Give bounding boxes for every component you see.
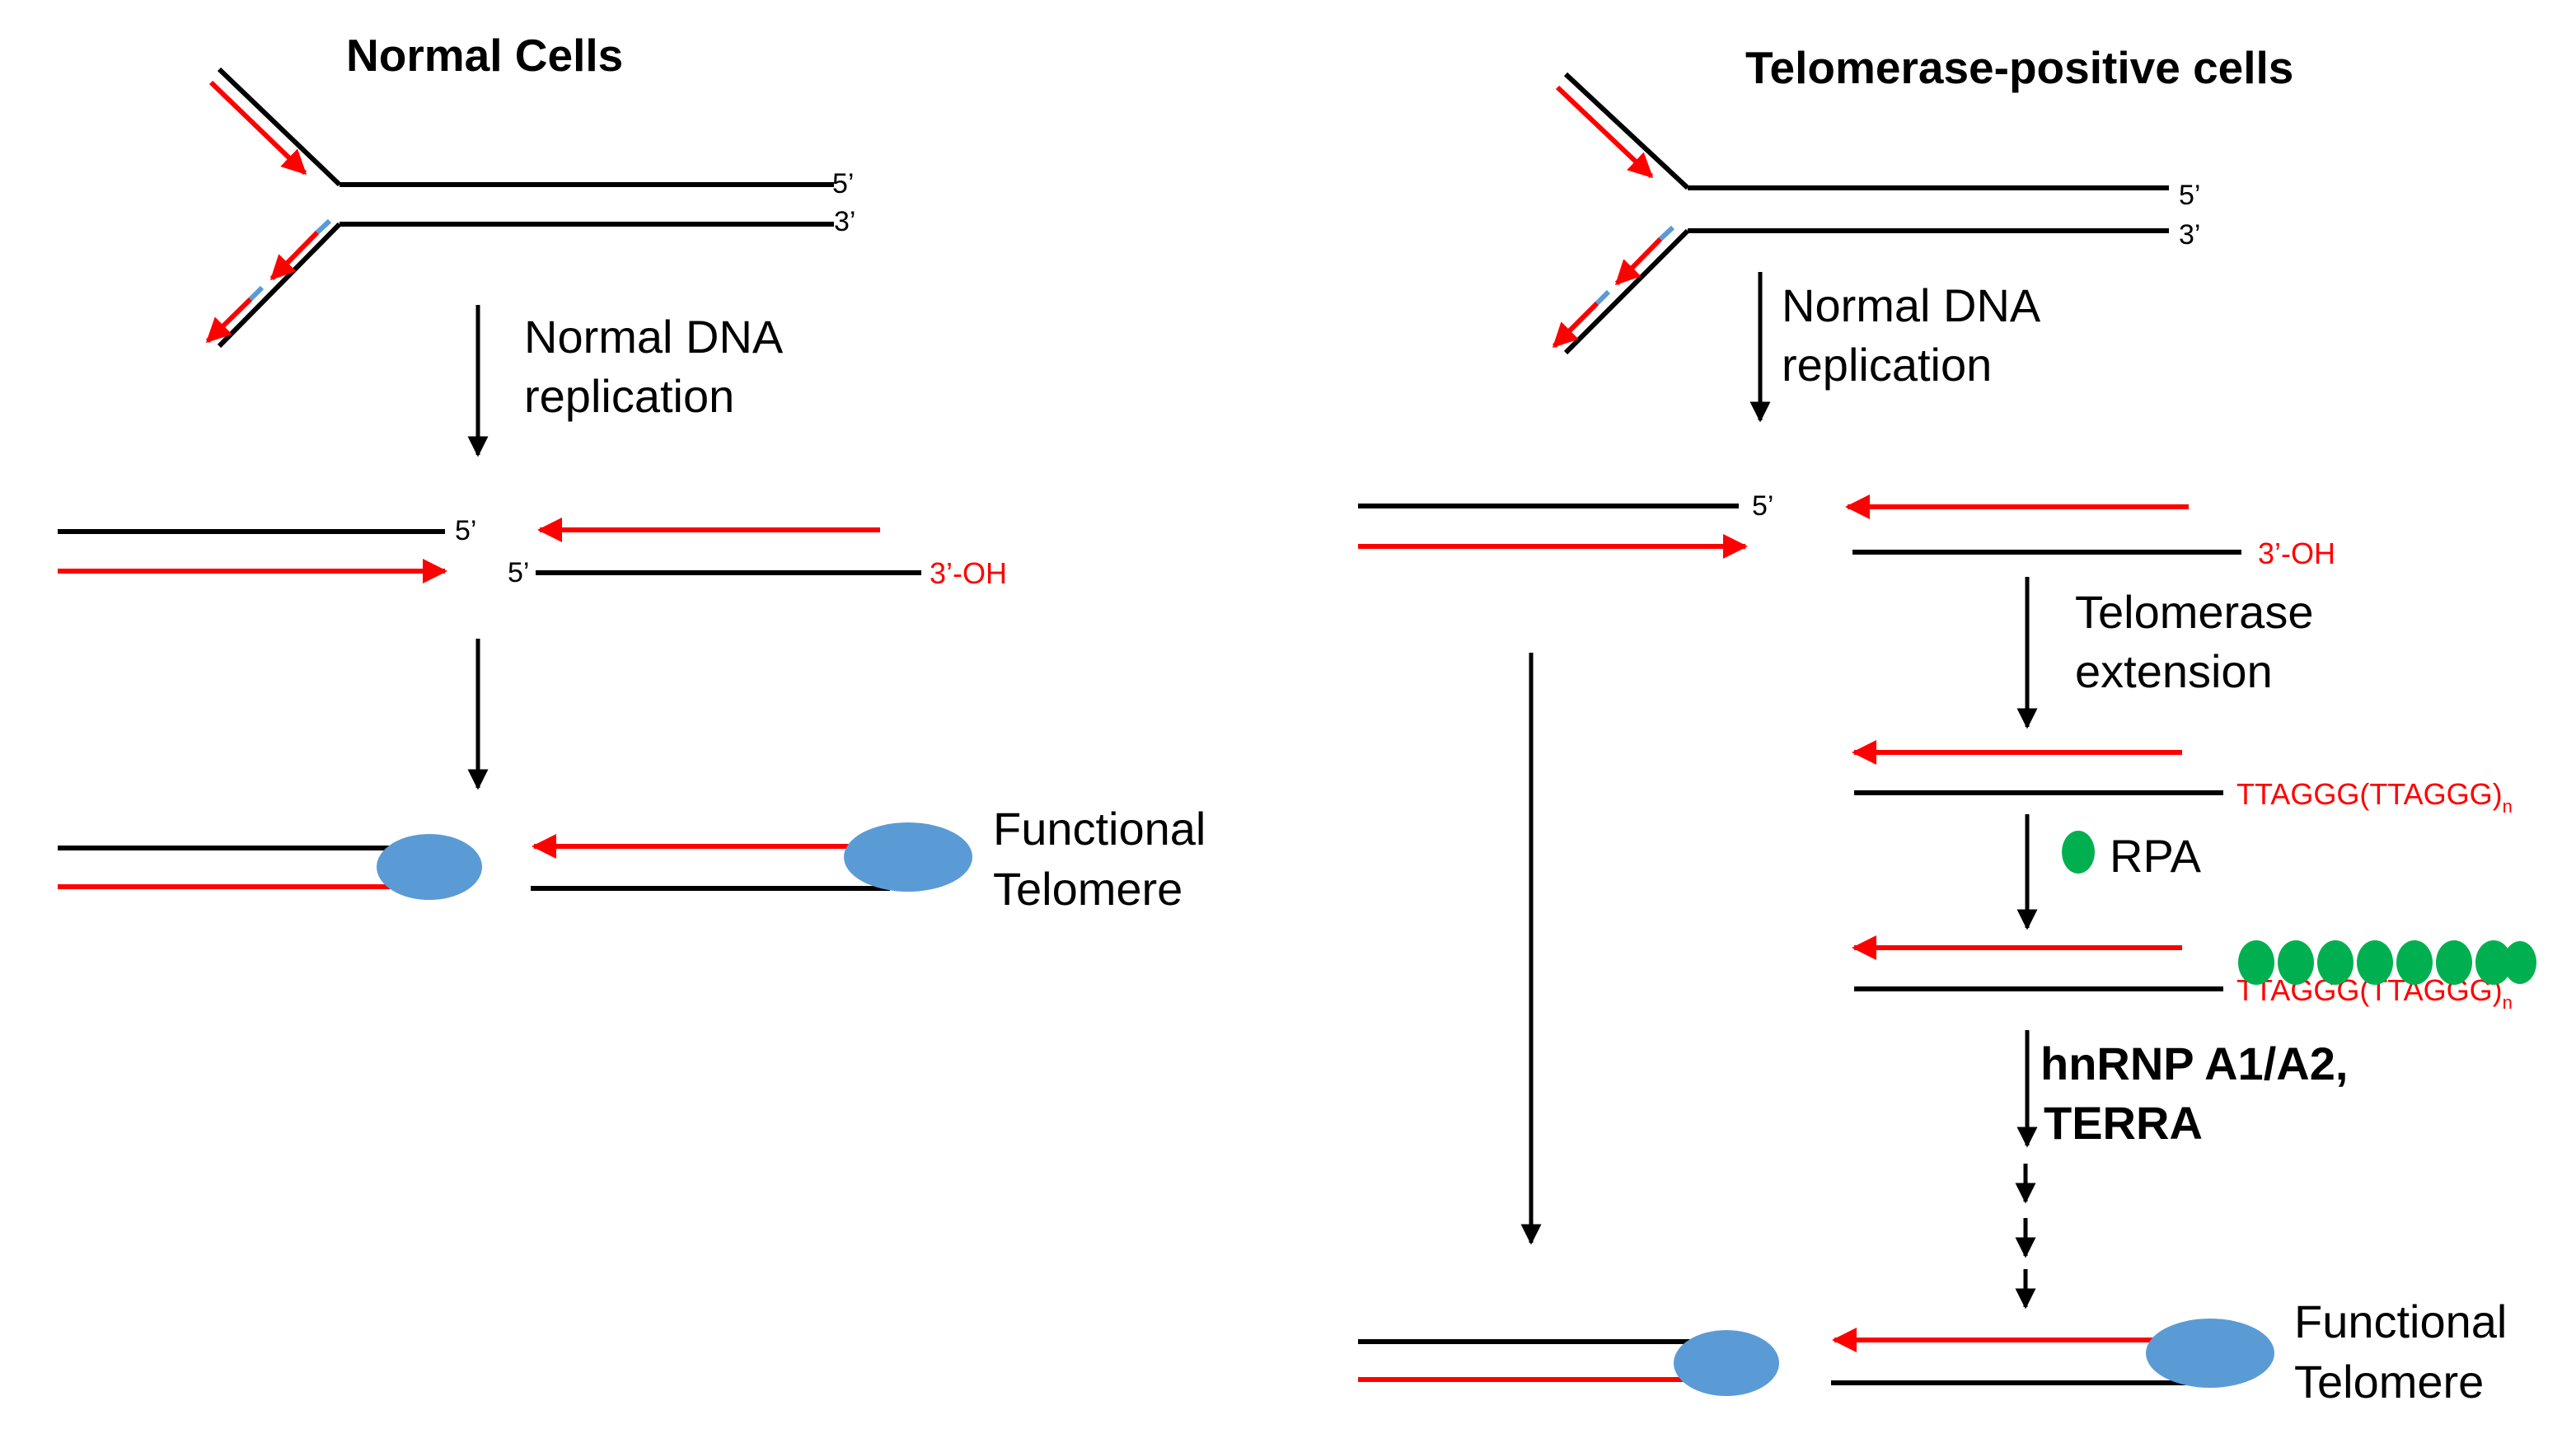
result-label-line1: Functional [993,803,1206,855]
end-label-3prime: 3’ [2179,219,2200,251]
fork-parent-strand-lower [217,222,342,349]
step-label-replication-line1: Normal DNA [524,311,784,363]
end-label-5prime: 5’ [832,168,854,199]
leading-strand-arrow [1555,85,1654,179]
rna-primer [1595,289,1611,306]
right-panel: Telomerase-positive cells 5’ 3’ Normal D… [1358,42,2536,1408]
result-label-line2: Telomere [993,863,1183,915]
shelterin-cap-icon [2146,1319,2274,1388]
shelterin-cap-icon [844,822,972,892]
rna-primer [248,285,265,302]
end-label-5prime: 5’ [455,515,476,546]
left-panel-title: Normal Cells [346,30,623,81]
fork-parent-strand-upper [217,67,342,187]
okazaki-fragment-arrow [269,230,320,281]
leading-strand-arrow [208,80,307,176]
step-label-replication-line1: Normal DNA [1782,279,2041,331]
rpa-protein-icon [2317,940,2354,985]
rpa-protein-icon [2436,940,2472,985]
end-label-5prime: 5’ [2179,180,2200,211]
end-label-5prime: 5’ [508,557,529,588]
rna-primer [315,218,332,235]
rpa-protein-icon [2396,940,2433,985]
okazaki-fragment-arrow [1614,237,1663,286]
shelterin-cap-icon [377,834,482,900]
rpa-protein-icon [2062,831,2095,874]
rpa-coated-overhang [2238,940,2536,985]
left-panel: Normal Cells 5’ 3’ Normal DNA replicatio… [58,30,1206,915]
result-label-line2: Telomere [2294,1356,2484,1408]
step-label-replication-line2: replication [1782,339,1992,391]
fork-parent-strand-upper [1563,72,1690,190]
step-label-hnrnp-line1: hnRNP A1/A2, [2040,1038,2348,1089]
end-label-3prime: 3’ [834,206,855,237]
replication-fork-icon [205,67,834,349]
end-label-5prime: 5’ [1752,490,1773,522]
result-label-line1: Functional [2294,1295,2507,1347]
end-label-3oh: 3’-OH [930,556,1007,590]
rpa-protein-icon [2238,940,2274,985]
end-label-3oh: 3’-OH [2258,536,2335,570]
step-label-telomerase-line2: extension [2075,645,2273,697]
telomeric-repeat-label: TTAGGG(TTAGGG)n [2236,777,2513,817]
step-label-replication-line2: replication [524,370,734,422]
rna-primer [1658,225,1675,241]
rpa-label: RPA [2110,830,2202,882]
replication-fork-icon [1552,72,2169,355]
okazaki-fragment-arrow [205,297,253,344]
rpa-protein-icon [2278,940,2314,985]
okazaki-fragment-arrow [1552,301,1599,349]
step-label-hnrnp-line2: TERRA [2044,1097,2203,1149]
shelterin-cap-icon [1674,1330,1779,1396]
fork-parent-strand-lower [1563,228,1690,355]
rpa-protein-icon [2357,940,2393,985]
step-label-telomerase-line1: Telomerase [2075,586,2313,638]
rpa-protein-icon [2475,940,2512,985]
rpa-protein-icon [2503,941,2536,984]
right-panel-title: Telomerase-positive cells [1745,42,2293,93]
